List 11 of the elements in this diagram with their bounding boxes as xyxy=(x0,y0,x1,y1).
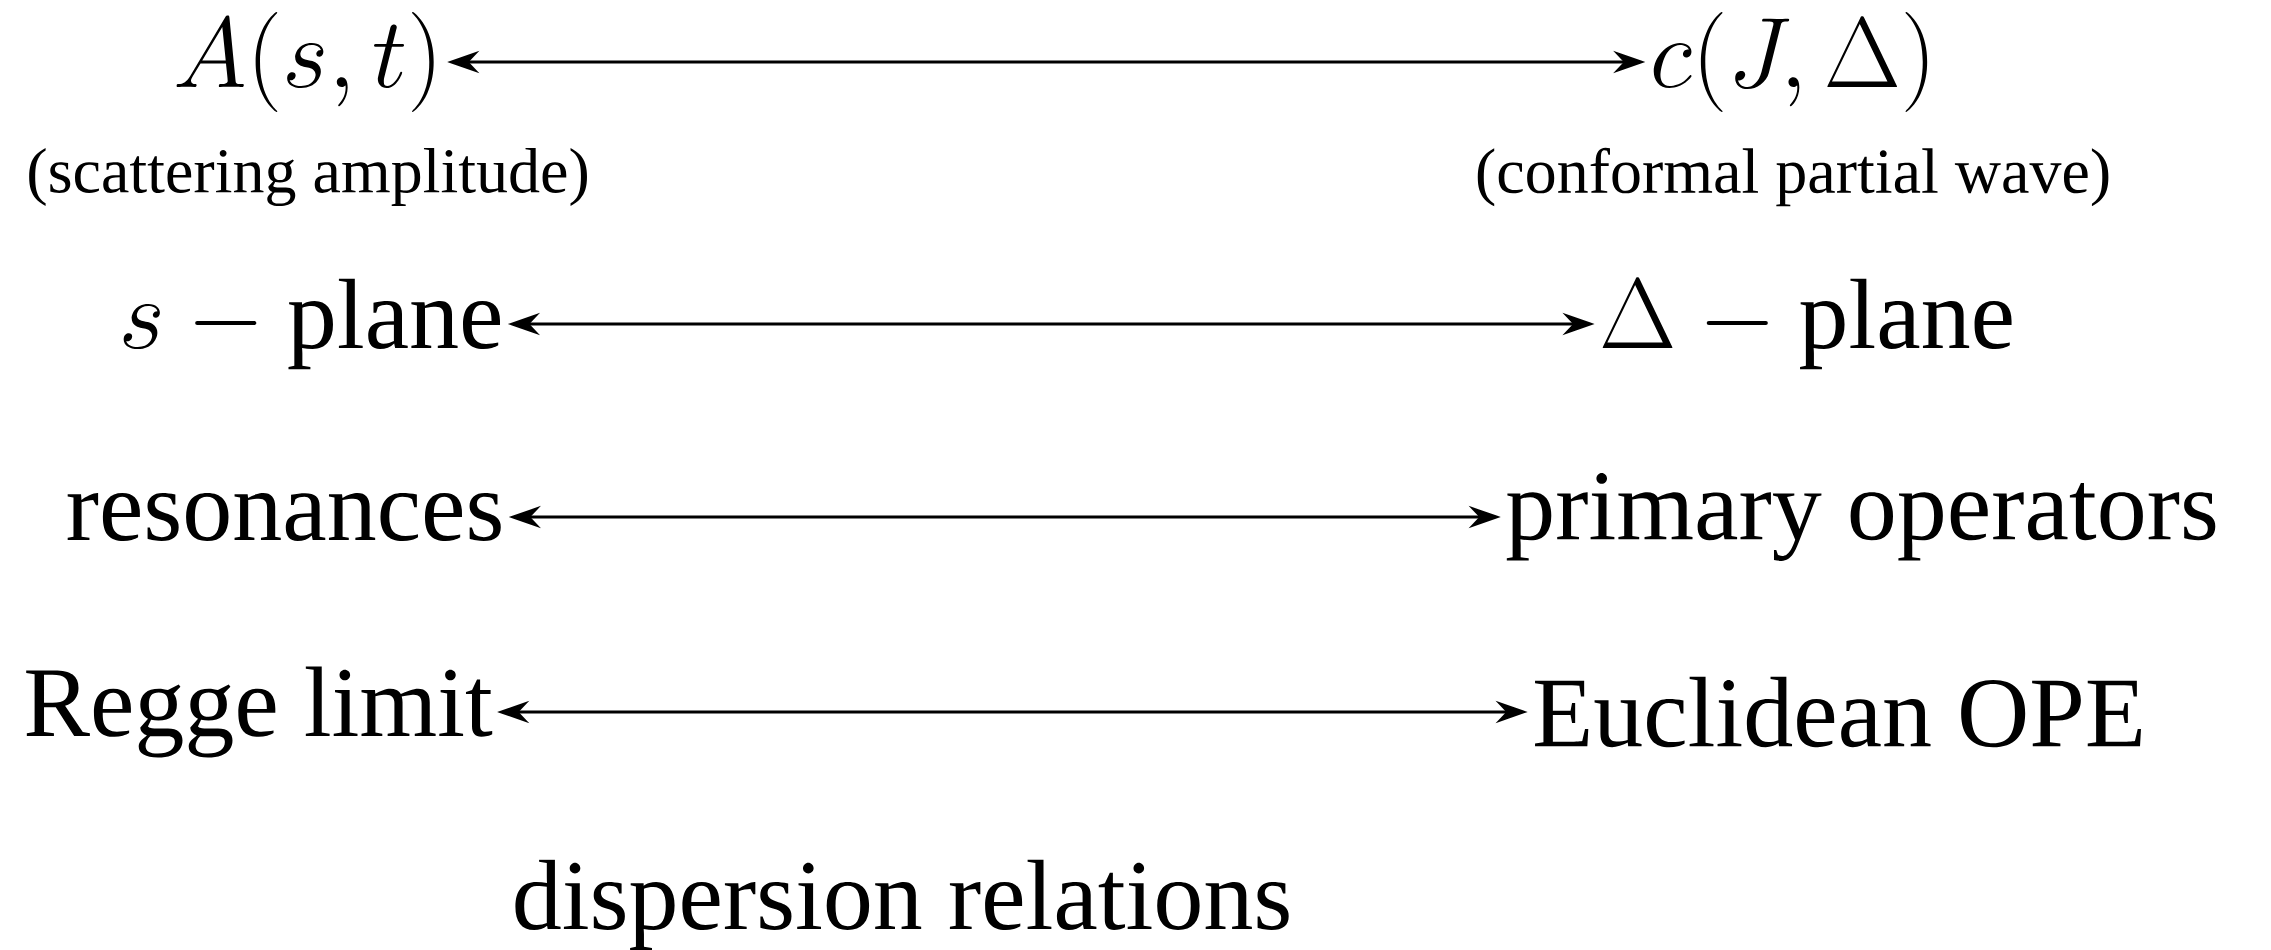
caption-text: (scattering amplitude) xyxy=(29,147,587,207)
term-label: primary operators xyxy=(1506,473,2216,561)
term-label: Regge limit xyxy=(26,666,493,758)
caption-text: dispersion relations xyxy=(515,859,1289,950)
caption-text: (conformal partial wave) xyxy=(1477,147,2109,207)
term-label: $c(J,\Delta)$ xyxy=(1653,12,1928,112)
term-label: $A(s,t)$ xyxy=(176,12,434,112)
term-label: resonances xyxy=(67,492,501,542)
term-label: $\Delta-\mathrm{plane}$ xyxy=(1602,277,2012,370)
term-label: Euclidean OPE xyxy=(1535,676,2141,748)
term-label: $s-\mathrm{plane}$ xyxy=(123,278,500,370)
